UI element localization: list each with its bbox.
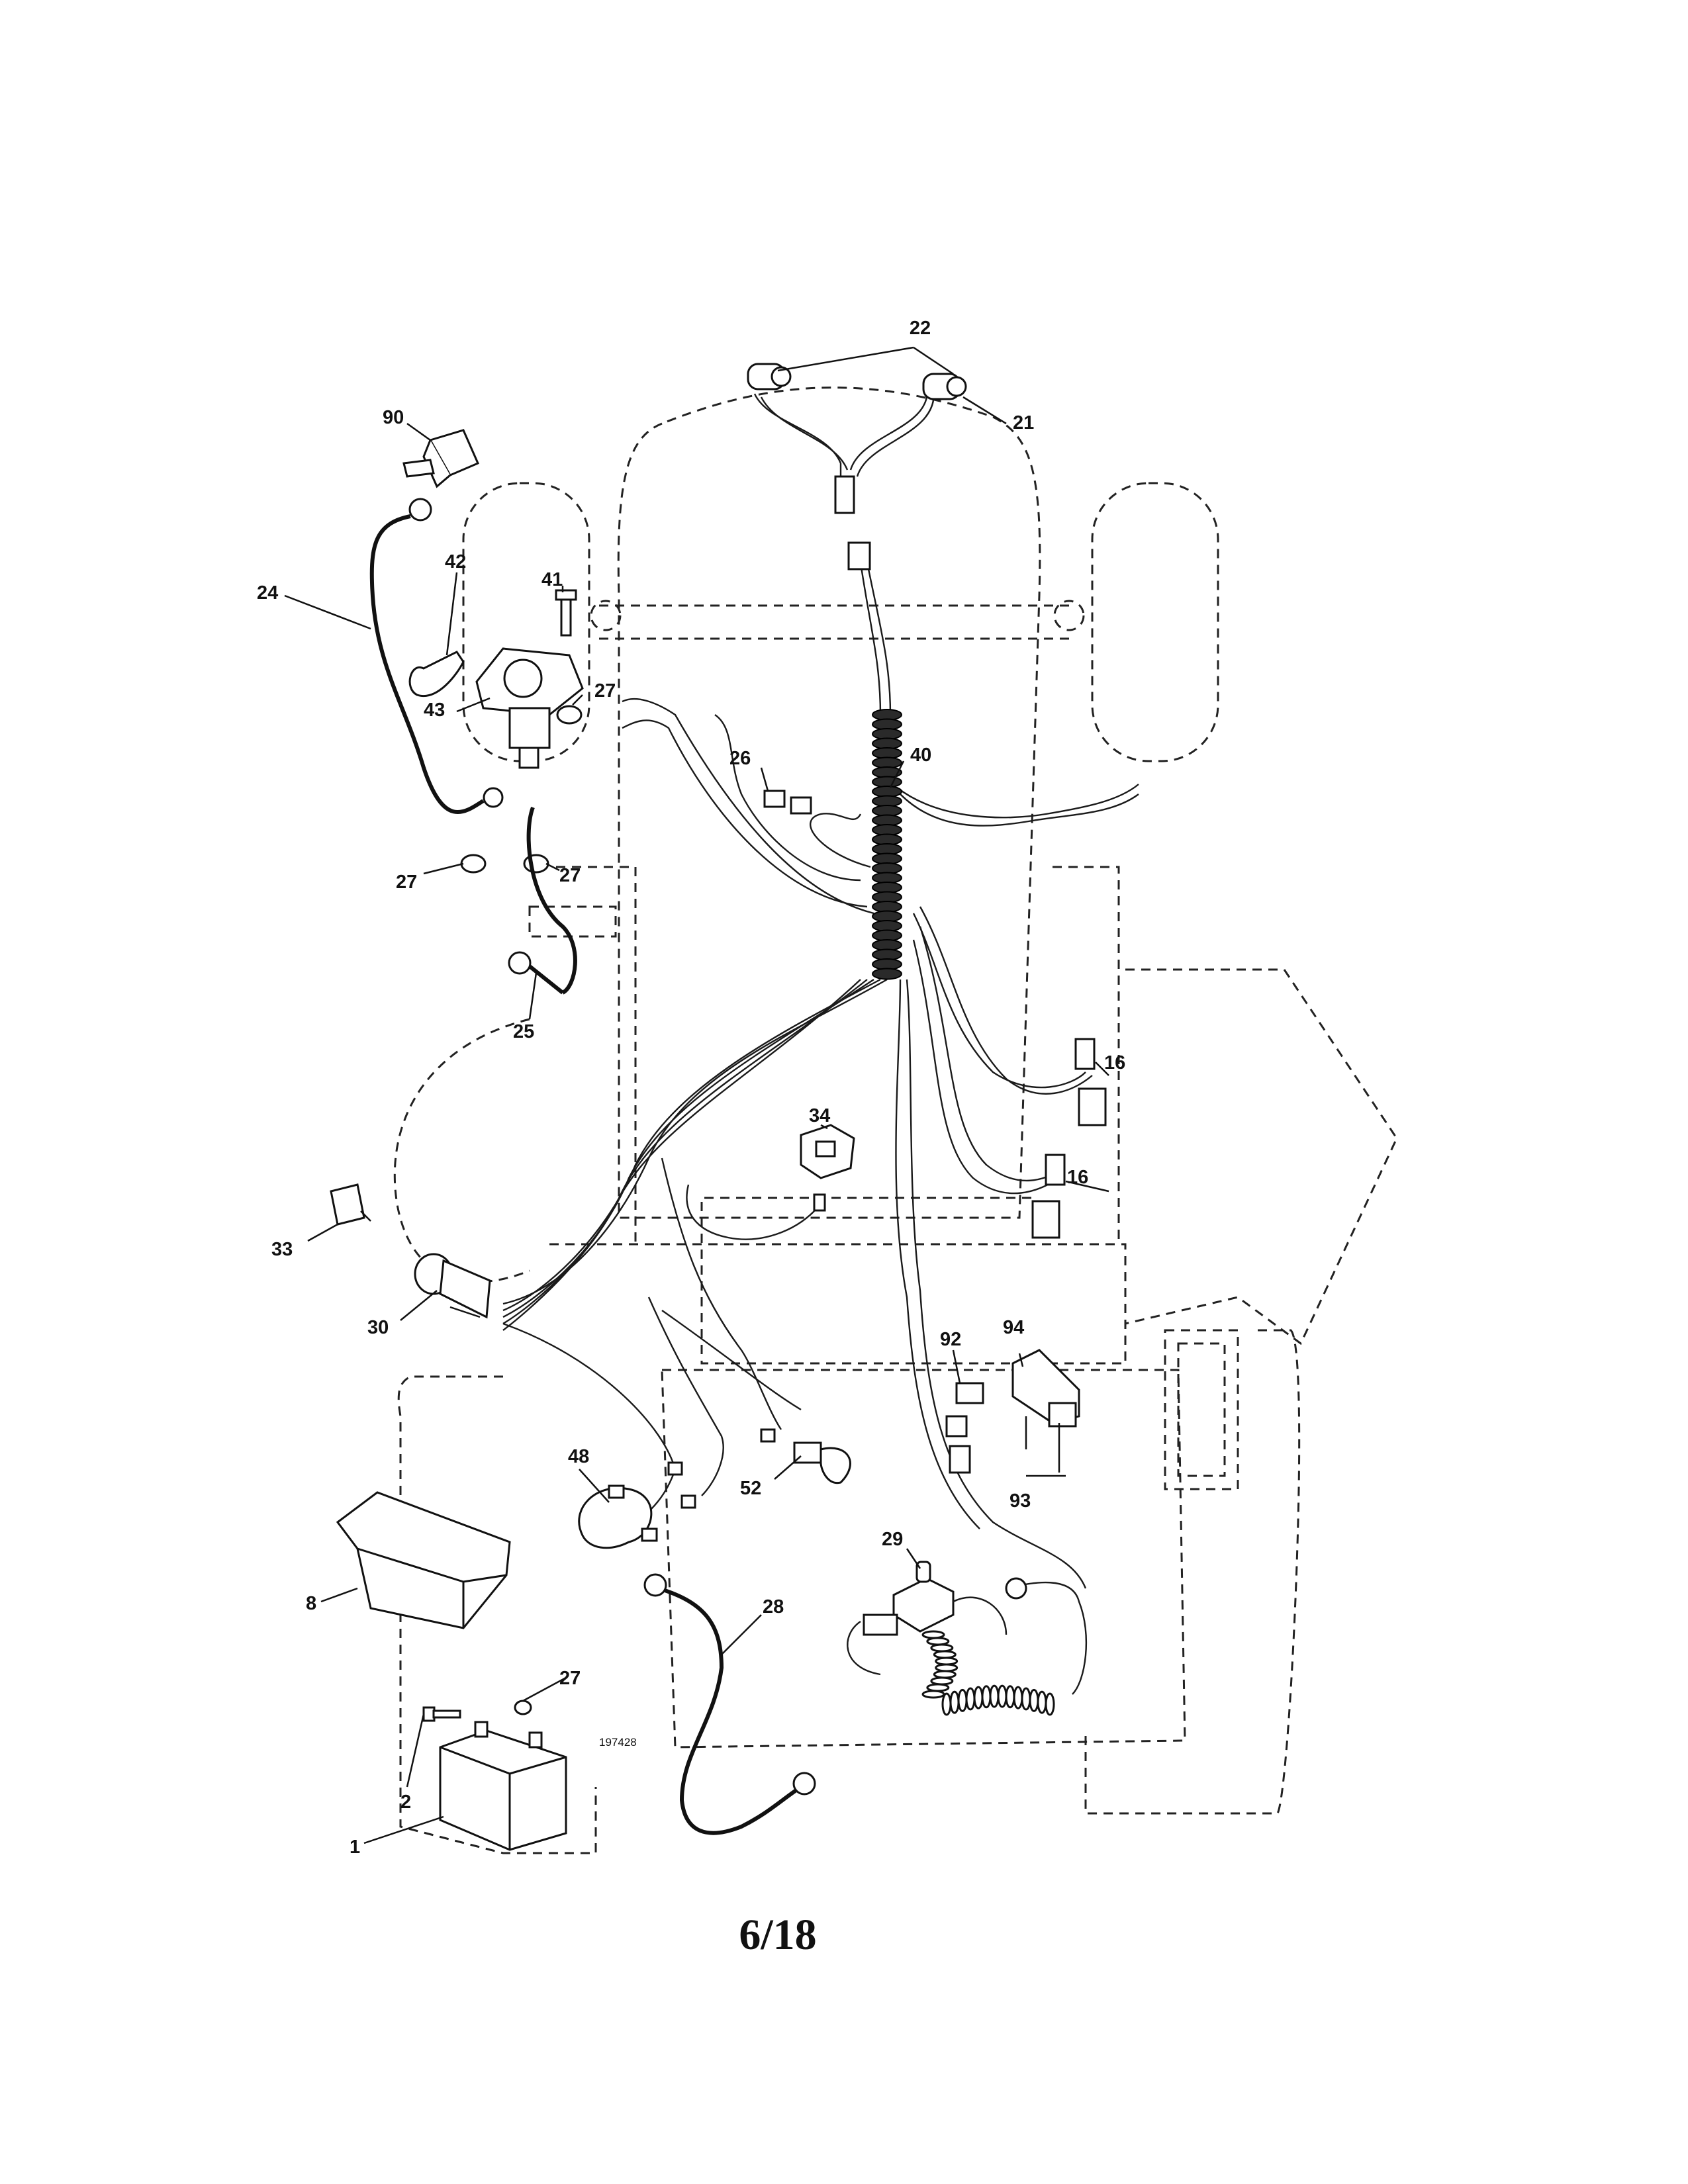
harness-front-connector [847, 541, 871, 570]
callout-93: 93 [1009, 1490, 1031, 1512]
callout-94: 94 [1003, 1317, 1024, 1338]
page-number: 6/18 [739, 1911, 816, 1959]
headlight-bulb-right [922, 373, 967, 400]
callout-42: 42 [445, 551, 466, 572]
callout-41: 41 [541, 569, 563, 590]
callout-92: 92 [940, 1329, 961, 1350]
callout-52: 52 [740, 1478, 761, 1499]
part-16-seat-switch-lower [1031, 1154, 1066, 1239]
part-29-coil-cord [921, 1630, 1055, 1716]
part-2-battery-bolt [422, 1706, 461, 1722]
leader-lines [284, 396, 1109, 1844]
callout-30: 30 [367, 1317, 389, 1338]
callout-33: 33 [271, 1239, 293, 1260]
part-29-key-switch-assembly [847, 1561, 1008, 1676]
callout-27-c: 27 [559, 865, 581, 886]
wire-loom-coil [872, 709, 902, 980]
part-34-rocker-switch [800, 1124, 855, 1212]
callout-8: 8 [306, 1593, 316, 1614]
callout-labels: 22 21 90 24 42 41 43 27 27 27 26 40 25 1… [257, 318, 1125, 1858]
part-43-starter-solenoid [475, 647, 584, 769]
part-25-ground-cable [508, 806, 577, 995]
part-94-pto-switch [1011, 1349, 1080, 1473]
callout-2: 2 [400, 1792, 411, 1813]
headlight-connector [834, 475, 855, 514]
headlight-harness [747, 346, 967, 570]
part-41-bolt [555, 589, 577, 637]
part-30-ignition-switch [414, 1253, 491, 1319]
callout-21: 21 [1013, 412, 1034, 433]
part-90-solenoid-cap [402, 429, 479, 488]
callout-16-lower: 16 [1067, 1167, 1088, 1188]
part-48-connector [578, 1484, 658, 1549]
part-24-battery-cable [369, 498, 504, 814]
headlight-bulb-left [747, 363, 792, 390]
part-29-ring-terminal [1005, 1577, 1027, 1600]
callout-22: 22 [910, 318, 931, 339]
wiring-harness [502, 562, 1139, 1589]
part-29-cable [1006, 1581, 1088, 1695]
callout-29: 29 [882, 1529, 903, 1550]
part-52-connector [667, 1428, 851, 1509]
callout-24: 24 [257, 582, 278, 604]
part-26-fuse [763, 790, 812, 815]
callout-90: 90 [383, 407, 404, 428]
callout-27-a: 27 [594, 680, 616, 702]
callout-40: 40 [910, 745, 931, 766]
callout-28: 28 [763, 1596, 784, 1617]
part-1-battery [439, 1721, 567, 1851]
callout-43: 43 [424, 700, 445, 721]
part-92-connector [945, 1382, 984, 1474]
callout-34: 34 [809, 1105, 830, 1126]
part-16-seat-switch-upper [1074, 1038, 1107, 1126]
tractor-outline [393, 387, 1398, 1854]
callout-25: 25 [513, 1021, 534, 1042]
drawing-number: 197428 [599, 1736, 637, 1749]
part-8-battery-tray [336, 1491, 511, 1629]
callout-48: 48 [568, 1446, 589, 1467]
callout-27-d: 27 [559, 1668, 581, 1689]
part-33-relay [330, 1183, 371, 1226]
callout-1: 1 [350, 1837, 360, 1858]
part-28-ground-cable [643, 1573, 816, 1835]
callout-27-b: 27 [396, 872, 417, 893]
callout-16-upper: 16 [1104, 1052, 1125, 1073]
callout-26: 26 [729, 748, 751, 769]
part-42-terminal-boot [408, 651, 465, 698]
